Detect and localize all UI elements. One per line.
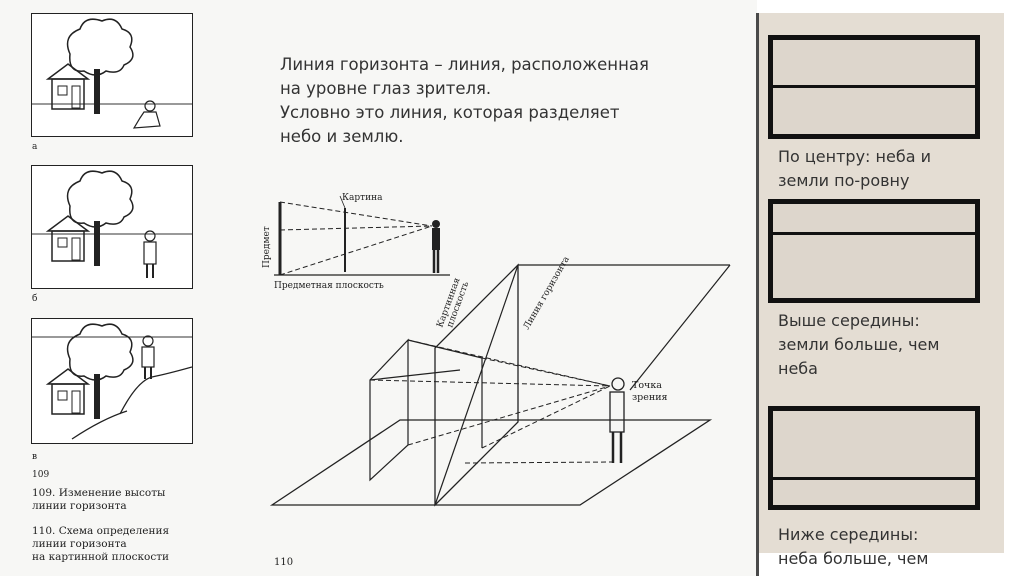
caption-110-line-3: на картинной плоскости [32, 551, 170, 563]
sidebar-text-low-line-1: Ниже середины: [778, 525, 919, 544]
horizon-box-low [768, 406, 980, 510]
horizon-box-high [768, 199, 980, 303]
horizon-definition: Линия горизонта – линия, расположенная н… [280, 53, 700, 149]
sidebar-text-low-line-2: неба больше, чем [778, 549, 929, 568]
perspective-diagram: Картина Предмет Предметная плоскость Точ… [262, 193, 731, 568]
horizon-line-low [773, 477, 975, 480]
liniya-gorizonta-label: Линия горизонта [522, 254, 572, 331]
picture-plane [434, 263, 519, 507]
page-number: 110 [274, 557, 293, 568]
caption-110-line-1: 110. Схема определения [32, 525, 170, 537]
definition-line-2: на уровне глаз зрителя. [280, 79, 492, 98]
vertical-divider [756, 13, 759, 576]
horizon-box-center [768, 35, 980, 139]
predmetnaya-ploskost-label: Предметная плоскость [274, 281, 384, 291]
viewer-head [611, 377, 625, 391]
label-b: б [32, 294, 38, 304]
ground-plane [269, 419, 713, 506]
caption-110-line-2: линии горизонта [32, 538, 127, 550]
sidebar-text-center-line-1: По центру: неба и [778, 147, 931, 166]
tochka-label-2: зрения [632, 392, 668, 403]
sidebar-text-high-line-3: неба [778, 359, 818, 378]
tochka-label-1: Точка [632, 380, 662, 391]
sidebar-text-low: Ниже середины: неба больше, чем [778, 523, 1000, 571]
illustration-b [31, 165, 193, 289]
caption-110: 110. Схема определения линии горизонта н… [32, 525, 169, 564]
viewer-body [609, 391, 625, 433]
illustration-b-drawing [32, 170, 192, 278]
sidebar-text-high-line-1: Выше середины: [778, 311, 920, 330]
definition-line-3: Условно это линия, которая разделяет [280, 103, 620, 122]
illustration-c [31, 318, 193, 444]
caption-109-line-2: линии горизонта [32, 500, 127, 512]
sidebar-text-high-line-2: земли больше, чем [778, 335, 940, 354]
horizon-line-high [773, 232, 975, 235]
caption-109-line-1: 109. Изменение высоты [32, 487, 166, 499]
label-a: а [32, 142, 38, 152]
definition-line-1: Линия горизонта – линия, расположенная [280, 55, 649, 74]
figure-number-109: 109 [32, 470, 50, 480]
label-c: в [32, 452, 38, 462]
sidebar-text-center: По центру: неба и земли по-ровну [778, 145, 1000, 193]
predmet-label: Предмет [262, 226, 272, 268]
kartina-label: Картина [342, 193, 383, 203]
definition-line-4: небо и землю. [280, 127, 404, 146]
illustration-a-drawing [32, 18, 192, 129]
sidebar-text-center-line-2: земли по-ровну [778, 171, 910, 190]
sidebar-text-high: Выше середины: земли больше, чем неба [778, 309, 1000, 381]
illustration-c-drawing [32, 323, 193, 440]
horizon-line-center [773, 85, 975, 88]
caption-109: 109. Изменение высоты линии горизонта [32, 487, 165, 513]
illustration-a [31, 13, 193, 137]
